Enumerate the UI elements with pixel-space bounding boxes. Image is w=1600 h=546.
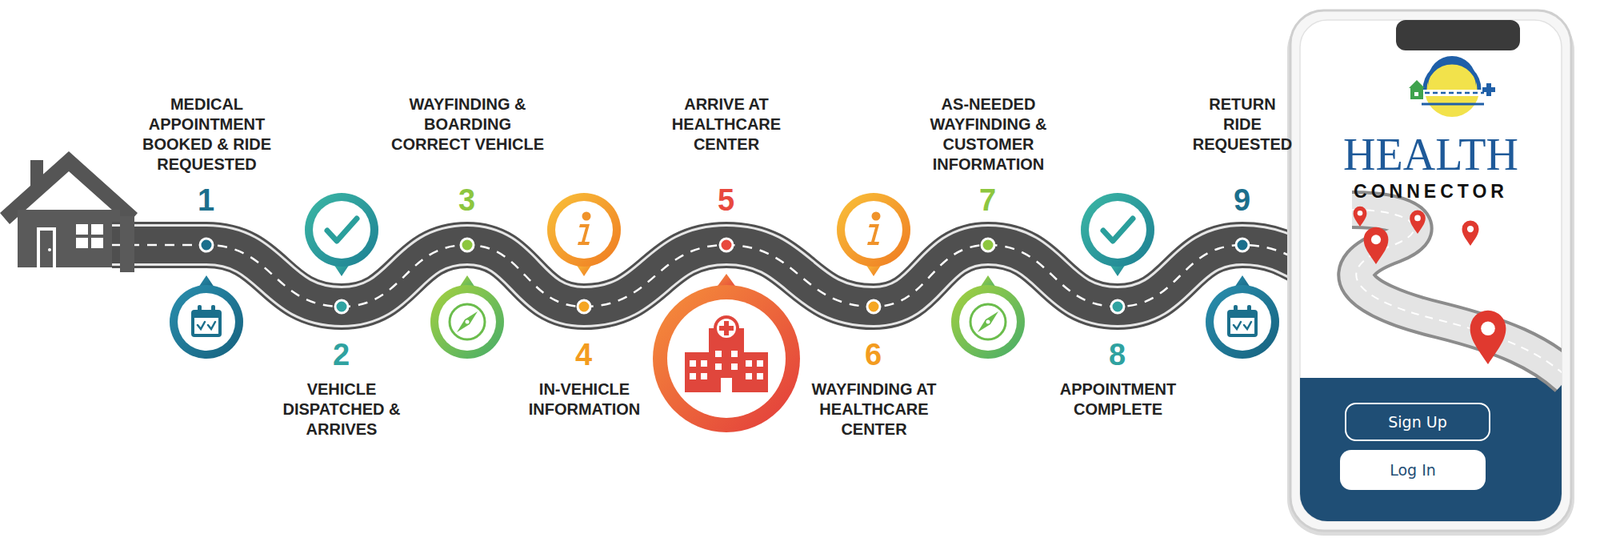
app-subtitle: CONNECTOR	[1290, 180, 1572, 203]
button-label: Log In	[1389, 460, 1436, 479]
step-title: VEHICLE DISPATCHED & ARRIVES	[273, 379, 410, 440]
button-label: Sign Up	[1388, 412, 1447, 431]
phone-illustration	[1287, 10, 1575, 536]
step-number: 7	[979, 183, 996, 217]
sign-up-button: Sign Up	[1344, 402, 1491, 441]
step-number: 6	[864, 337, 882, 372]
step-number: 2	[332, 337, 350, 372]
step-number: 1	[197, 183, 215, 217]
step-number: 9	[1233, 183, 1251, 217]
step-title: WAYFINDING AT HEALTHCARE CENTER	[804, 379, 944, 440]
step-title: AS-NEEDED WAYFINDING & CUSTOMER INFORMAT…	[922, 94, 1055, 175]
step-number: 5	[717, 183, 735, 217]
step-title: IN-VEHICLE INFORMATION	[522, 379, 647, 420]
log-in-button: Log In	[1340, 449, 1486, 490]
house-wall	[120, 216, 135, 272]
step-number: 4	[575, 337, 592, 372]
step-title: WAYFINDING & BOARDING CORRECT VEHICLE	[385, 94, 550, 155]
phone-screen: HEALTHCONNECTOR Sign Up Log In	[1290, 10, 1572, 531]
app-title: HEALTH	[1290, 130, 1572, 179]
step-number: 8	[1108, 337, 1126, 372]
step-title: APPOINTMENT COMPLETE	[1052, 379, 1184, 420]
step-title: ARRIVE AT HEALTHCARE CENTER	[666, 94, 787, 155]
step-number: 3	[458, 183, 476, 217]
step-title: MEDICAL APPOINTMENT BOOKED & RIDE REQUES…	[136, 94, 277, 175]
step-title: RETURN RIDE REQUESTED	[1190, 94, 1295, 155]
